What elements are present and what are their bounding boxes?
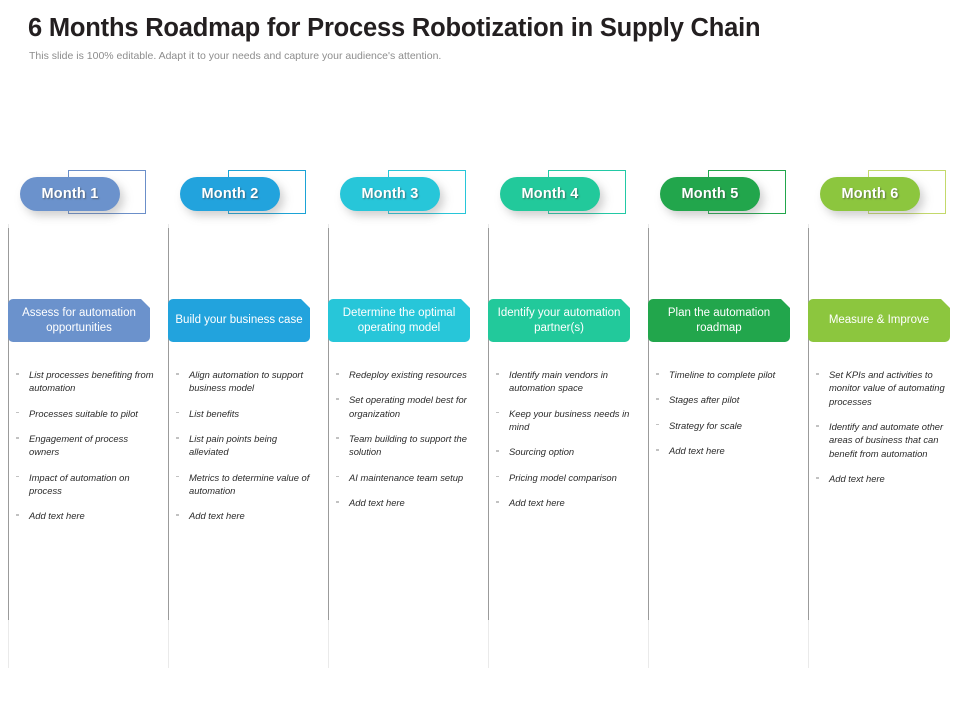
stage-banner-label: Build your business case [175,314,303,327]
stage-banner-label: Assess for automation opportunities [22,306,136,334]
month-badge-pill: Month 2 [180,177,280,211]
month-badge-pill: Month 3 [340,177,440,211]
month-badge-pill: Month 4 [500,177,600,211]
stage-banner-label: Measure & Improve [828,314,930,327]
stage-banner-4[interactable]: Identify your automation partner(s) [488,299,630,342]
column-rail [328,228,329,620]
bullet-item: Add text here [170,509,318,522]
bullet-item: Team building to support the solution [330,432,478,459]
month-badge-label: Month 3 [361,186,419,202]
month-badge-pill: Month 6 [820,177,920,211]
bullet-item: Set operating model best for organizatio… [330,393,478,420]
column-rail [648,228,649,620]
bullet-item: List processes benefiting from automatio… [10,368,158,395]
roadmap-column-1: Month 1 Assess for automation opportuniti… [0,0,160,720]
month-badge-4[interactable]: Month 4 [488,168,634,224]
bullet-item: Redeploy existing resources [330,368,478,381]
month-badge-1[interactable]: Month 1 [8,168,154,224]
bullet-item: Add text here [330,496,478,509]
bullet-item: Align automation to support business mod… [170,368,318,395]
month-badge-2[interactable]: Month 2 [168,168,314,224]
month-badge-5[interactable]: Month 5 [648,168,794,224]
stage-banner-5[interactable]: Plan the automation roadmap [648,299,790,342]
bullet-list-2: Align automation to support business mod… [170,368,318,535]
stage-banner-label: Identify your automation partner(s) [497,306,621,334]
bullet-item: Identify and automate other areas of bus… [810,420,958,460]
bullet-item: Pricing model comparison [490,471,638,484]
page-title: 6 Months Roadmap for Process Robotizatio… [28,14,761,42]
bullet-item: Engagement of process owners [10,432,158,459]
month-badge-label: Month 2 [201,186,259,202]
page-subtitle: This slide is 100% editable. Adapt it to… [29,50,442,62]
bullet-list-6: Set KPIs and activities to monitor value… [810,368,958,497]
bullet-item: Stages after pilot [650,393,798,406]
stage-banner-label: Determine the optimal operating model [342,306,456,334]
stage-banner-2[interactable]: Build your business case [168,299,310,342]
bullet-item: Timeline to complete pilot [650,368,798,381]
roadmap-column-3: Month 3 Determine the optimal operating m… [320,0,480,720]
stage-banner-label: Plan the automation roadmap [667,306,771,334]
bullet-item: Impact of automation on process [10,471,158,498]
bullet-item: List pain points being alleviated [170,432,318,459]
bullet-list-4: Identify main vendors in automation spac… [490,368,638,521]
month-badge-pill: Month 1 [20,177,120,211]
bullet-item: Keep your business needs in mind [490,407,638,434]
bullet-item: Processes suitable to pilot [10,407,158,420]
bullet-item: Set KPIs and activities to monitor value… [810,368,958,408]
month-badge-label: Month 5 [681,186,739,202]
bullet-item: Add text here [650,444,798,457]
bullet-item: Add text here [10,509,158,522]
bullet-item: AI maintenance team setup [330,471,478,484]
bullet-item: Add text here [490,496,638,509]
column-rail [488,228,489,620]
bullet-item: Identify main vendors in automation spac… [490,368,638,395]
column-rail [808,228,809,620]
stage-banner-6[interactable]: Measure & Improve [808,299,950,342]
month-badge-label: Month 1 [41,186,99,202]
stage-banner-1[interactable]: Assess for automation opportunities [8,299,150,342]
bullet-item: Sourcing option [490,445,638,458]
month-badge-3[interactable]: Month 3 [328,168,474,224]
month-badge-6[interactable]: Month 6 [808,168,954,224]
stage-banner-3[interactable]: Determine the optimal operating model [328,299,470,342]
month-badge-label: Month 6 [841,186,899,202]
column-rail [168,228,169,620]
column-rail [8,228,9,620]
bullet-item: Metrics to determine value of automation [170,471,318,498]
bullet-item: List benefits [170,407,318,420]
bullet-item: Strategy for scale [650,419,798,432]
month-badge-label: Month 4 [521,186,579,202]
bullet-item: Add text here [810,472,958,485]
roadmap-column-4: Month 4 Identify your automation partner(… [480,0,640,720]
bullet-list-1: List processes benefiting from automatio… [10,368,158,535]
month-badge-pill: Month 5 [660,177,760,211]
